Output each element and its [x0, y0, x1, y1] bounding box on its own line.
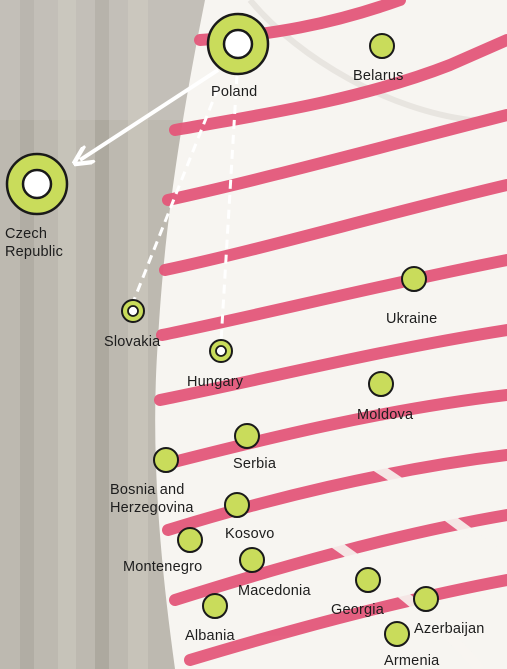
marker-czech-republic[interactable]: [7, 154, 67, 214]
label-ukraine: Ukraine: [386, 311, 437, 327]
label-hungary: Hungary: [187, 374, 244, 390]
marker-albania[interactable]: [203, 594, 227, 618]
label-belarus: Belarus: [353, 68, 404, 84]
label-armenia: Armenia: [384, 653, 440, 669]
marker-slovakia[interactable]: [122, 300, 144, 322]
label-moldova: Moldova: [357, 407, 414, 423]
label-georgia: Georgia: [331, 602, 385, 618]
marker-armenia[interactable]: [385, 622, 409, 646]
marker-kosovo[interactable]: [225, 493, 249, 517]
label-azerbaijan: Azerbaijan: [414, 621, 485, 637]
label-bosnia-line2: Herzegovina: [110, 500, 194, 516]
label-poland: Poland: [211, 84, 257, 100]
label-slovakia: Slovakia: [104, 334, 161, 350]
marker-montenegro[interactable]: [178, 528, 202, 552]
label-albania: Albania: [185, 628, 236, 644]
label-macedonia: Macedonia: [238, 583, 311, 599]
marker-bosnia[interactable]: [154, 448, 178, 472]
marker-azerbaijan[interactable]: [414, 587, 438, 611]
marker-poland[interactable]: [208, 14, 268, 74]
marker-hungary[interactable]: [210, 340, 232, 362]
marker-georgia[interactable]: [356, 568, 380, 592]
marker-ukraine[interactable]: [402, 267, 426, 291]
marker-belarus[interactable]: [370, 34, 394, 58]
marker-macedonia[interactable]: [240, 548, 264, 572]
label-czech-line1: Czech: [5, 226, 47, 242]
marker-serbia[interactable]: [235, 424, 259, 448]
label-kosovo: Kosovo: [225, 526, 275, 542]
label-serbia: Serbia: [233, 456, 277, 472]
label-czech-line2: Republic: [5, 244, 63, 260]
marker-moldova[interactable]: [369, 372, 393, 396]
label-bosnia-line1: Bosnia and: [110, 482, 185, 498]
label-montenegro: Montenegro: [123, 559, 202, 575]
striped-shirt: [155, 0, 507, 669]
